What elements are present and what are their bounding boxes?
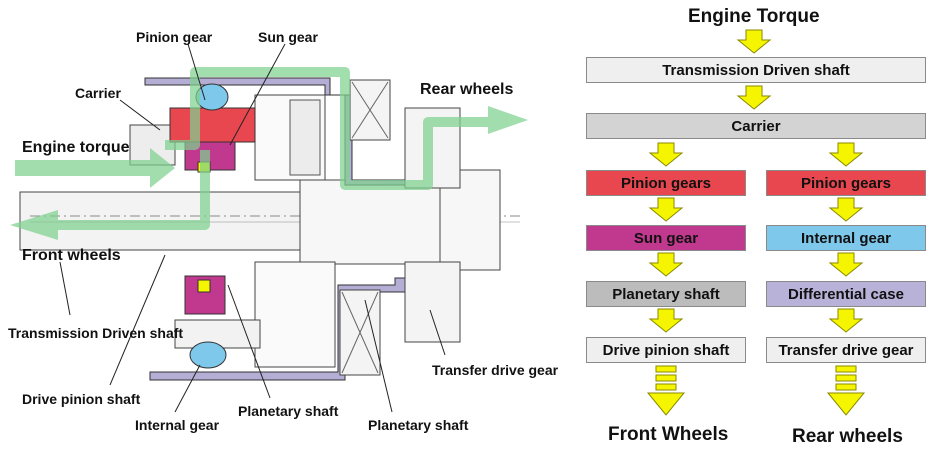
front-box-planetary-shaft: Planetary shaft bbox=[586, 281, 746, 307]
rear-arrow-1 bbox=[828, 142, 864, 167]
flow-box-transmission-driven-shaft: Transmission Driven shaft bbox=[586, 57, 926, 83]
rear-box-pinion-gears: Pinion gears bbox=[766, 170, 926, 196]
sun-gear-label: Sun gear bbox=[258, 29, 318, 45]
flow-box-carrier: Carrier bbox=[586, 113, 926, 139]
front-wheels-label: Front wheels bbox=[22, 247, 121, 264]
leader-lines bbox=[59, 43, 446, 413]
rear-box-internal-gear: Internal gear bbox=[766, 225, 926, 251]
rear-wheels-result: Rear wheels bbox=[792, 426, 903, 447]
front-box-pinion-gears: Pinion gears bbox=[586, 170, 746, 196]
cross-section-drawing: Pinion gear Sun gear Carrier Rear wheels… bbox=[8, 29, 559, 433]
torque-path bbox=[10, 67, 528, 240]
internal-gear-part bbox=[195, 83, 229, 111]
rear-wheels-label: Rear wheels bbox=[420, 81, 513, 98]
pinion-gear-part bbox=[169, 107, 256, 143]
drive-pinion-shaft-label: Drive pinion shaft bbox=[22, 391, 141, 407]
front-final-arrow bbox=[646, 365, 686, 416]
internal-gear-label: Internal gear bbox=[135, 417, 220, 433]
front-arrow-1 bbox=[648, 142, 684, 167]
flow-arrow-2 bbox=[736, 85, 772, 110]
front-arrow-3 bbox=[648, 252, 684, 277]
front-box-drive-pinion-shaft: Drive pinion shaft bbox=[586, 337, 746, 363]
rear-arrow-3 bbox=[828, 252, 864, 277]
rear-box-transfer-drive-gear: Transfer drive gear bbox=[766, 337, 926, 363]
front-box-sun-gear: Sun gear bbox=[586, 225, 746, 251]
planetary-shaft-label-2: Planetary shaft bbox=[368, 417, 469, 433]
engine-torque-label: Engine torque bbox=[22, 139, 130, 156]
front-wheels-result: Front Wheels bbox=[608, 424, 729, 445]
planetary-shaft-label-1: Planetary shaft bbox=[238, 403, 339, 419]
flow-title: Engine Torque bbox=[688, 6, 820, 27]
rear-arrow-2 bbox=[828, 197, 864, 222]
front-arrow-2 bbox=[648, 197, 684, 222]
rear-box-differential-case: Differential case bbox=[766, 281, 926, 307]
transfer-drive-gear-label: Transfer drive gear bbox=[432, 362, 559, 378]
carrier-label: Carrier bbox=[75, 85, 121, 101]
front-arrow-4 bbox=[648, 308, 684, 333]
flow-arrows bbox=[646, 29, 866, 416]
rear-final-arrow bbox=[826, 365, 866, 416]
rear-arrow-4 bbox=[828, 308, 864, 333]
pinion-gear-label: Pinion gear bbox=[136, 29, 213, 45]
flow-arrow-1 bbox=[736, 29, 772, 54]
transmission-driven-shaft-label: Transmission Driven shaft bbox=[8, 325, 183, 341]
